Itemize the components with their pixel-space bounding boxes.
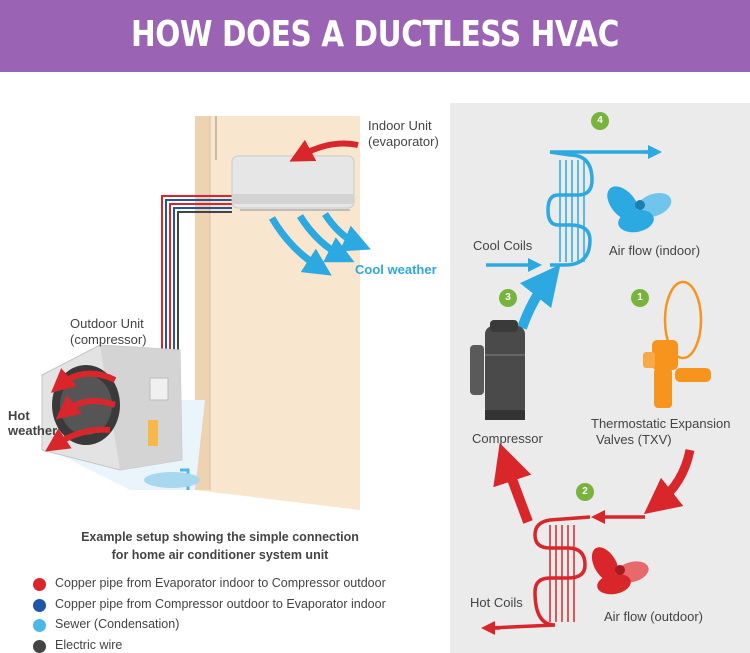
caption-line-2: for home air conditioner system unit: [111, 548, 329, 562]
indoor-intake-arrow: [289, 139, 359, 162]
indoor-unit-label: Indoor Unit: [368, 118, 432, 133]
step-3-badge: 3: [499, 289, 517, 307]
outdoor-unit: [41, 344, 183, 471]
gray-dot-icon: [33, 639, 46, 653]
air-flow-outdoor-label: Air flow (outdoor): [604, 609, 703, 624]
condensation-puddle: [144, 472, 200, 488]
compressor-label: Compressor: [472, 431, 543, 446]
txv-label: Thermostatic Expansion: [591, 416, 731, 431]
legend-label: Electric wire: [55, 637, 123, 652]
outdoor-unit-label: Outdoor Unit: [70, 316, 144, 331]
indoor-unit: [231, 155, 355, 211]
caption-line-1: Example setup showing the simple connect…: [81, 530, 359, 544]
fan-red-icon: [591, 547, 649, 595]
txv-to-hot-arrow: [643, 449, 695, 515]
cool-weather-label: Cool weather: [355, 262, 437, 277]
compressor-icon: [470, 320, 525, 420]
legend-label: Copper pipe from Compressor outdoor to E…: [55, 596, 386, 611]
blue-dot-icon: [33, 598, 46, 612]
red-dot-icon: [33, 578, 46, 591]
txv-sublabel: Valves (TXV): [596, 432, 672, 447]
fan-blue-icon: [607, 186, 672, 233]
step-4-badge: 4: [591, 112, 609, 130]
txv-valve-icon: [643, 280, 711, 408]
compressor-to-cool-arrow: [517, 264, 561, 330]
legend-label: Sewer (Condensation): [55, 617, 180, 631]
step-2-badge: 2: [576, 483, 594, 501]
hot-to-compressor-arrow: [493, 443, 533, 524]
setup-caption: Example setup showing the simple connect…: [30, 528, 410, 564]
step-1-badge: 1: [631, 289, 649, 307]
cool-coils: [546, 150, 655, 267]
hot-air-arrows: [45, 368, 117, 452]
wall: [195, 116, 360, 510]
air-flow-indoor-label: Air flow (indoor): [609, 243, 701, 258]
hot-weather-sublabel: weather: [8, 423, 58, 438]
legend-label: Copper pipe from Evaporator indoor to Co…: [55, 576, 386, 590]
indoor-unit-sublabel: (evaporator): [368, 134, 439, 149]
header-banner: HOW DOES A DUCTLESS HVAC SYSTEM WORK?: [0, 0, 750, 125]
hot-weather-label: Hot: [8, 408, 30, 423]
cool-coils-label: Cool Coils: [473, 238, 533, 253]
cool-air-arrows: [268, 212, 371, 276]
light-blue-dot-icon: [33, 619, 46, 632]
hot-coils-label: Hot Coils: [470, 595, 523, 610]
outdoor-unit-sublabel: (compressor): [70, 332, 147, 347]
hot-coils: [489, 515, 591, 630]
